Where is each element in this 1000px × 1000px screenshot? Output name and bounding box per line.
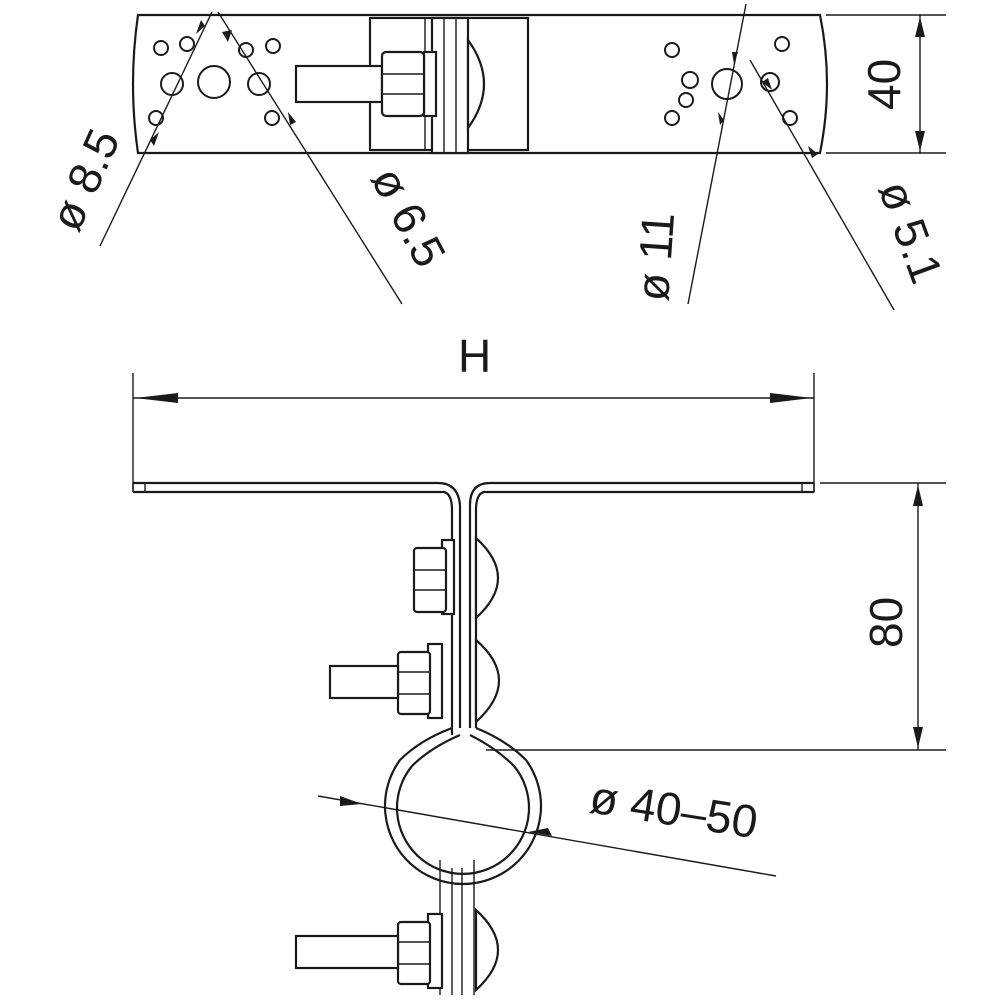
- plate-outline: [131, 13, 829, 155]
- label-dia-40-50: ø 40–50: [586, 771, 761, 849]
- hole: [247, 72, 271, 96]
- right-hole-pattern: [664, 36, 798, 126]
- hex-nut: [380, 50, 426, 118]
- label-h: H: [458, 330, 491, 382]
- lower-nut: [396, 920, 432, 986]
- bolt-shank: [294, 64, 384, 104]
- hole: [153, 40, 169, 56]
- upper-nut: [412, 546, 448, 614]
- label-dia-6-5: ø 6.5: [361, 158, 456, 275]
- lower-bolt-shank: [294, 934, 400, 970]
- left-hole-pattern: [148, 36, 281, 126]
- middle-bolt-shank: [328, 664, 400, 700]
- hole: [711, 68, 743, 100]
- carriage-bolt-head: [466, 36, 485, 132]
- lower-bolt-head: [474, 907, 499, 993]
- label-dia-5-1: ø 5.1: [869, 174, 954, 290]
- hole: [197, 65, 231, 99]
- hole: [664, 42, 680, 58]
- leader-5-1: [749, 59, 895, 311]
- middle-bolt-head: [474, 637, 500, 725]
- dimension-40: [826, 14, 946, 154]
- hole: [265, 38, 281, 54]
- front-view: H: [132, 330, 946, 995]
- hole: [160, 72, 184, 96]
- mounting-plate: [133, 481, 814, 735]
- hole: [681, 71, 699, 89]
- hole: [264, 110, 280, 126]
- hole: [179, 36, 195, 52]
- dimension-80: [486, 482, 946, 751]
- hole: [664, 110, 680, 126]
- hole: [782, 110, 798, 126]
- middle-nut: [396, 650, 432, 716]
- dimension-h: [132, 373, 815, 492]
- top-view: ø 8.5 ø 6.5 ø 11 ø 5.1 40: [40, 3, 954, 311]
- leader-6-5: [217, 11, 403, 305]
- hole: [774, 36, 790, 52]
- leader-11: [687, 3, 747, 305]
- label-dia-11: ø 11: [626, 211, 684, 303]
- pipe-clamp-ring: [383, 726, 543, 995]
- hole: [238, 42, 254, 58]
- label-80: 80: [860, 597, 912, 648]
- leader-8-5: [99, 11, 213, 247]
- clamp-strap: [430, 16, 470, 155]
- label-dia-8-5: ø 8.5: [40, 121, 130, 238]
- label-40: 40: [858, 59, 910, 110]
- hole: [678, 92, 694, 108]
- upper-bolt-head: [474, 535, 499, 621]
- leader-40-50: [317, 795, 777, 877]
